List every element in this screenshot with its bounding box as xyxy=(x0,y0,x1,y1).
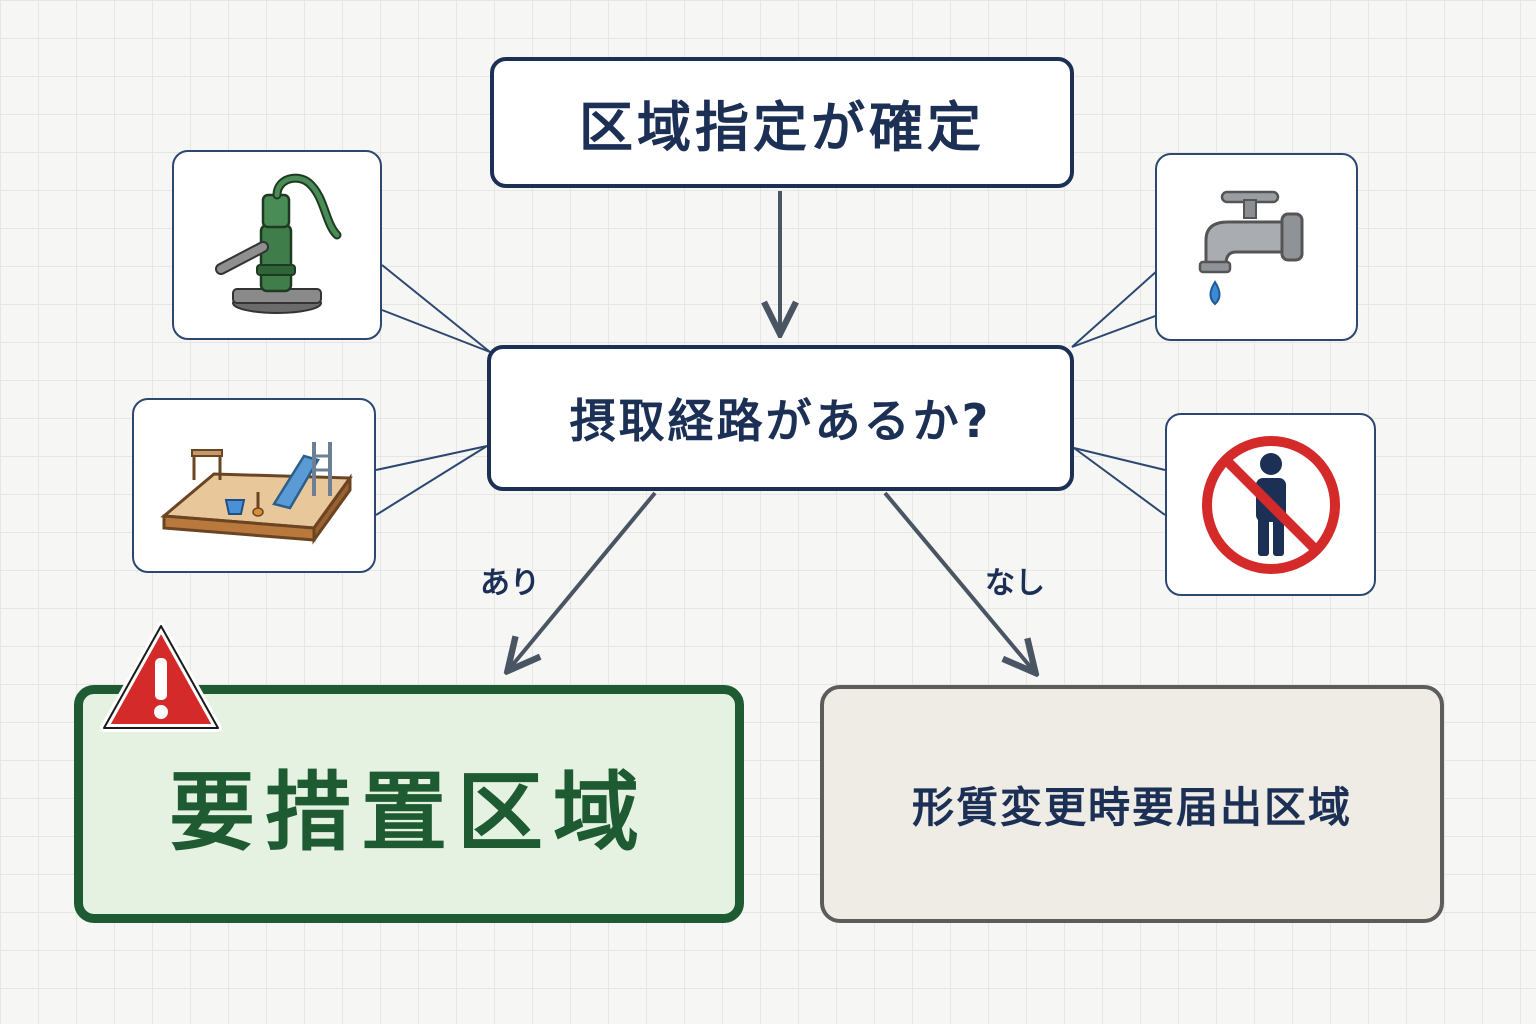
hand-pump-card xyxy=(172,150,382,340)
arrow-no xyxy=(883,491,1033,670)
hand-pump-well-icon xyxy=(215,173,342,314)
warning-triangle-icon xyxy=(100,622,222,732)
faucet-card xyxy=(1155,153,1358,341)
callout-lines xyxy=(375,264,1166,516)
water-faucet-icon xyxy=(1198,190,1303,306)
no-entry-card xyxy=(1165,413,1376,596)
yes-edge-label: あり xyxy=(480,566,540,601)
sandbox-card xyxy=(132,398,376,573)
decision-start-node: 区域指定が確定 xyxy=(490,57,1074,188)
no-person-entry-icon xyxy=(1201,435,1340,574)
notification-required-area-node: 形質変更時要届出区域 xyxy=(820,685,1444,923)
arrow-yes xyxy=(510,491,657,668)
sandbox-playground-icon xyxy=(160,441,353,545)
exposure-path-question-node: 摂取経路があるか? xyxy=(487,345,1074,491)
no-edge-label: なし xyxy=(985,566,1045,601)
